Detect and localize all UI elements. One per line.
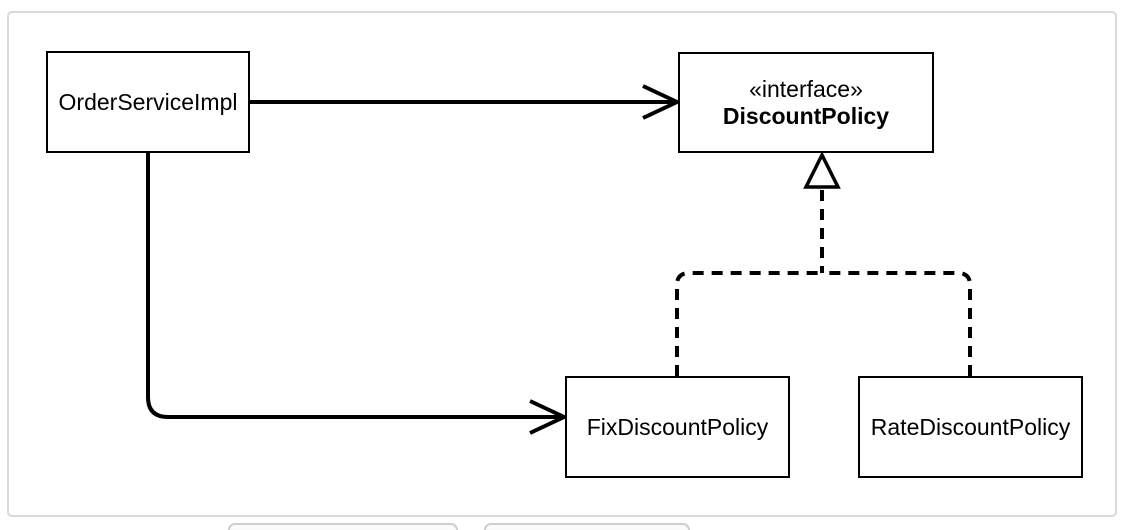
realization-triangle-icon bbox=[803, 151, 841, 189]
realization-dashed-fixdiscountpolicy bbox=[675, 271, 822, 376]
dependency-arrow-order-to-fixdiscountpolicy bbox=[146, 153, 569, 435]
class-node-label: RateDiscountPolicy bbox=[870, 413, 1071, 440]
class-node-label: FixDiscountPolicy bbox=[586, 413, 769, 440]
footer-button-1[interactable] bbox=[228, 523, 458, 530]
class-node-ratediscountpolicy: RateDiscountPolicy bbox=[858, 376, 1083, 478]
open-arrowhead-icon bbox=[642, 84, 682, 120]
interface-stereotype-label: «interface» bbox=[749, 75, 863, 102]
class-node-discountpolicy: «interface» DiscountPolicy bbox=[678, 52, 934, 153]
realization-dashed-ratediscountpolicy bbox=[823, 271, 972, 376]
uml-diagram-frame: OrderServiceImpl «interface» DiscountPol… bbox=[7, 11, 1117, 517]
class-node-label: DiscountPolicy bbox=[722, 102, 890, 129]
class-node-fixdiscountpolicy: FixDiscountPolicy bbox=[565, 376, 790, 478]
class-node-label: OrderServiceImpl bbox=[58, 88, 238, 115]
dependency-arrow-order-to-discountpolicy bbox=[250, 84, 682, 120]
footer-button-2[interactable] bbox=[484, 523, 690, 530]
class-node-orderserviceimpl: OrderServiceImpl bbox=[46, 51, 250, 153]
uml-diagram: OrderServiceImpl «interface» DiscountPol… bbox=[9, 13, 1115, 515]
open-arrowhead-icon bbox=[529, 399, 569, 435]
